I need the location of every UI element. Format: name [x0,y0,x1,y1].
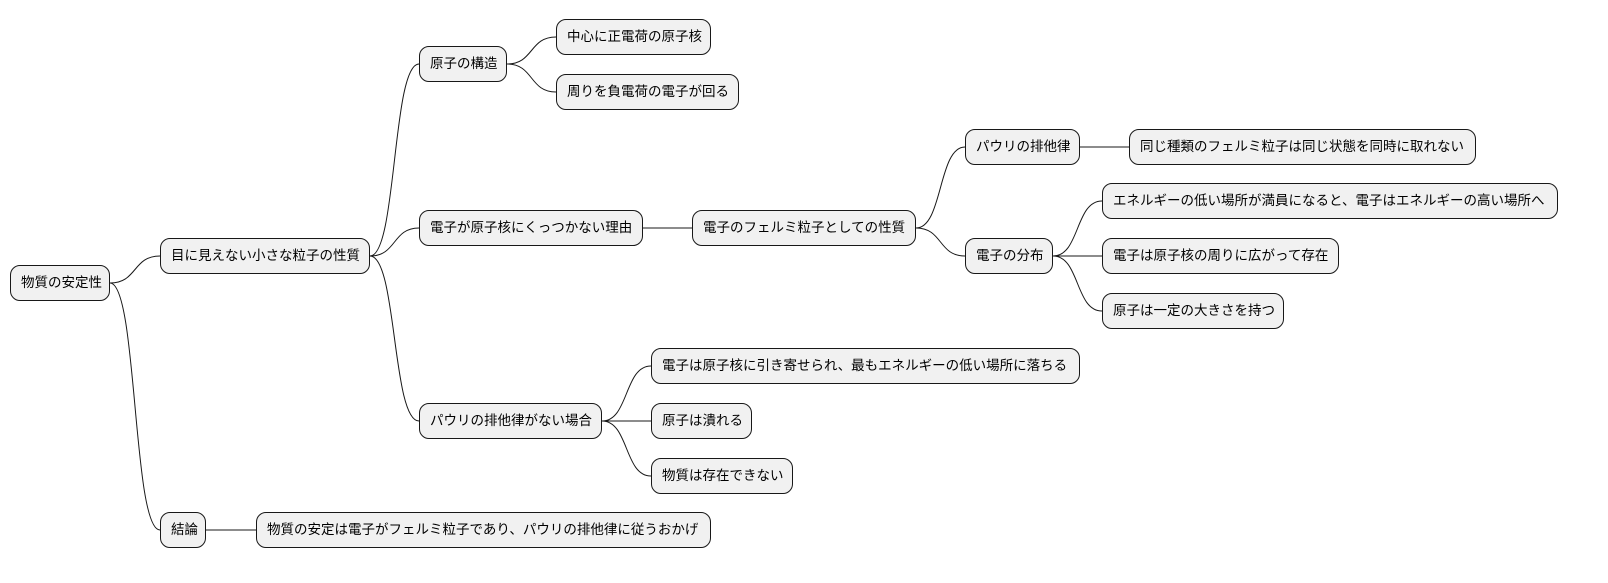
mindmap-connector [369,63,420,257]
mindmap-node: 目に見えない小さな粒子の性質 [160,238,370,274]
mindmap-node: 中心に正電荷の原子核 [556,19,711,55]
mindmap-node: 原子は潰れる [651,403,752,439]
mindmap-connector [109,255,161,284]
mindmap-connector [1052,200,1103,257]
mindmap-node: 同じ種類のフェルミ粒子は同じ状態を同時に取れない [1129,129,1476,165]
mindmap-connector [1052,255,1103,312]
mindmap-node: 電子は原子核に引き寄せられ、最もエネルギーの低い場所に落ちる [651,348,1080,384]
mindmap-root-node: 物質の安定性 [10,265,110,301]
mindmap-node: エネルギーの低い場所が満員になると、電子はエネルギーの高い場所へ [1102,183,1558,219]
mindmap-node: 物質の安定は電子がフェルミ粒子であり、パウリの排他律に従うおかげ [256,512,711,548]
mindmap-connector [109,282,161,531]
mindmap-connector [915,227,966,257]
mindmap-node: 電子が原子核にくっつかない理由 [419,210,643,246]
mindmap-node: 原子の構造 [419,46,507,82]
mindmap-node: 結論 [160,512,206,548]
mindmap-connector [506,36,557,65]
mindmap-connector [506,63,557,93]
mindmap-connector [915,146,966,229]
mindmap-node: パウリの排他律がない場合 [419,403,602,439]
mindmap-connector [369,227,420,257]
mindmap-node: 電子は原子核の周りに広がって存在 [1102,238,1339,274]
mindmap-node: 物質は存在できない [651,458,793,494]
mindmap-node: 電子のフェルミ粒子としての性質 [692,210,916,246]
mindmap-node: 電子の分布 [965,238,1053,274]
mindmap-connector [601,420,652,477]
mindmap-node: 原子は一定の大きさを持つ [1102,293,1284,329]
mindmap-connector [601,365,652,422]
mindmap-connector [369,255,420,422]
mindmap-node: パウリの排他律 [965,129,1080,165]
mindmap-node: 周りを負電荷の電子が回る [556,74,739,110]
